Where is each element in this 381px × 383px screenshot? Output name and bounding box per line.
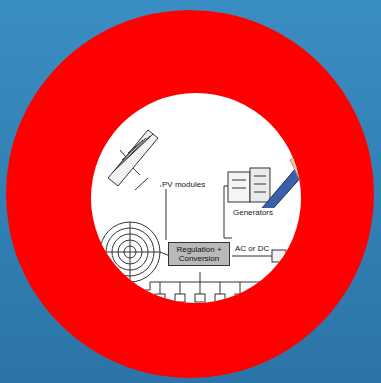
component-label: PV modules [161,180,206,189]
box-text: Regulation + Conversion [172,245,226,263]
wire [160,186,166,240]
pv-panel [108,130,158,190]
distribution-lines [140,272,260,302]
wire [232,256,300,257]
red-ring [6,10,374,378]
outlet-symbol [272,250,286,262]
hand-with-pen [258,147,335,214]
sketch-ground [91,93,301,303]
output-label: AC or DC [234,244,270,253]
generator-symbol [224,168,270,238]
component-label: Generators [232,208,274,217]
process-box: Regulation + Conversion [168,242,230,266]
wind-turbine-spiral [100,222,170,282]
sketch [100,130,335,302]
